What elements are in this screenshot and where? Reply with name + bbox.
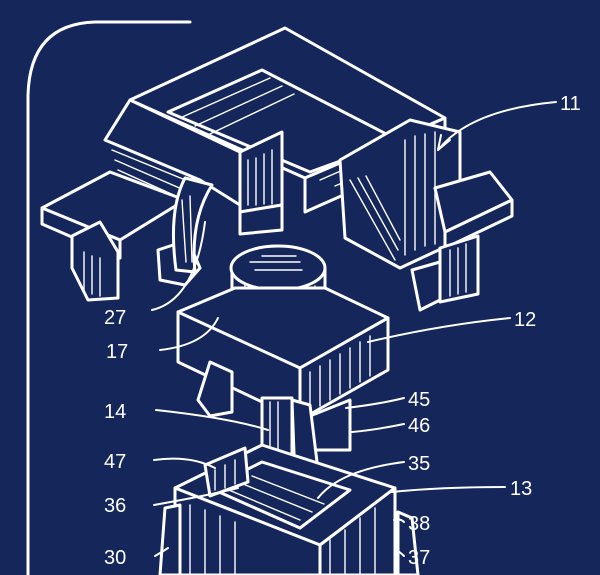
label-14: 14 xyxy=(104,401,126,423)
label-17: 17 xyxy=(106,341,128,363)
label-35: 35 xyxy=(408,453,430,475)
leader-46 xyxy=(351,423,405,433)
reference-numerals: 11 12 27 17 14 45 46 47 35 36 13 38 30 3… xyxy=(104,93,581,569)
bottom-housing xyxy=(158,443,420,575)
label-47: 47 xyxy=(104,451,126,473)
leader-lines xyxy=(151,101,557,557)
leader-38 xyxy=(393,518,405,523)
label-38: 38 xyxy=(408,513,430,535)
frame-border xyxy=(26,20,192,575)
leader-13 xyxy=(391,486,506,493)
label-45: 45 xyxy=(408,389,430,411)
leader-37 xyxy=(395,549,405,557)
label-37: 37 xyxy=(408,547,430,569)
label-11: 11 xyxy=(560,93,581,115)
leader-45 xyxy=(345,397,405,409)
label-12: 12 xyxy=(514,309,536,331)
leader-11 xyxy=(437,101,557,151)
leader-14 xyxy=(155,409,269,431)
label-30: 30 xyxy=(104,547,126,569)
leader-36 xyxy=(153,487,239,506)
top-housing xyxy=(40,26,514,312)
label-27: 27 xyxy=(104,307,126,329)
label-46: 46 xyxy=(408,415,430,437)
leader-12 xyxy=(367,317,511,343)
leader-47 xyxy=(153,457,216,469)
label-36: 36 xyxy=(104,495,126,517)
leader-30 xyxy=(154,547,169,557)
leader-27 xyxy=(151,221,206,311)
leader-35 xyxy=(317,461,405,499)
leader-17 xyxy=(159,317,219,351)
label-13: 13 xyxy=(510,478,532,500)
